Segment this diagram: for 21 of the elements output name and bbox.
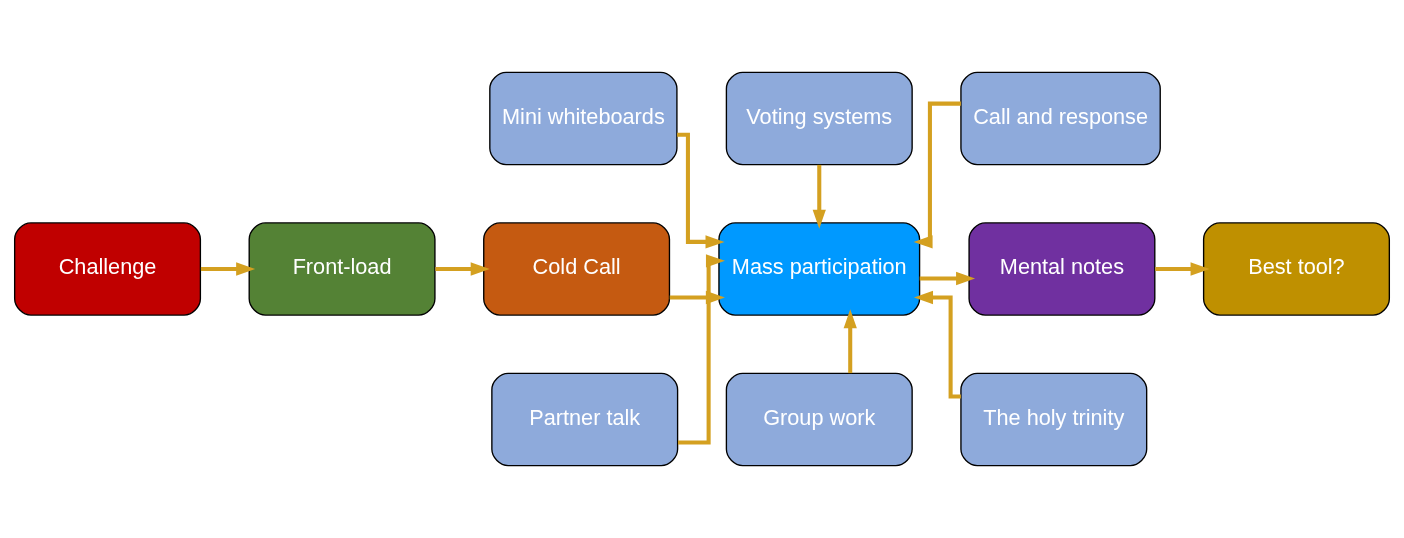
arrow [677,132,725,249]
node-box: Partner talk [491,372,679,467]
arrow [913,101,961,249]
arrow [1155,262,1210,276]
arrow [914,290,961,399]
node-box: Front-load [248,222,436,316]
node-box: Call and response [960,71,1161,166]
arrow [200,262,256,276]
node-box: Mass participation [718,222,921,316]
node-box: The holy trinity [960,372,1148,467]
node-box: Cold Call [483,222,671,316]
arrow [843,309,857,374]
node-box: Challenge [14,222,202,316]
node-box: Voting systems [725,71,913,166]
node-box: Best tool? [1202,222,1390,316]
arrow [435,262,490,276]
node-box: Mental notes [968,222,1156,316]
node-box: Group work [725,372,913,467]
arrow [919,271,976,286]
node-box: Mini whiteboards [489,71,678,166]
arrow [812,164,826,229]
